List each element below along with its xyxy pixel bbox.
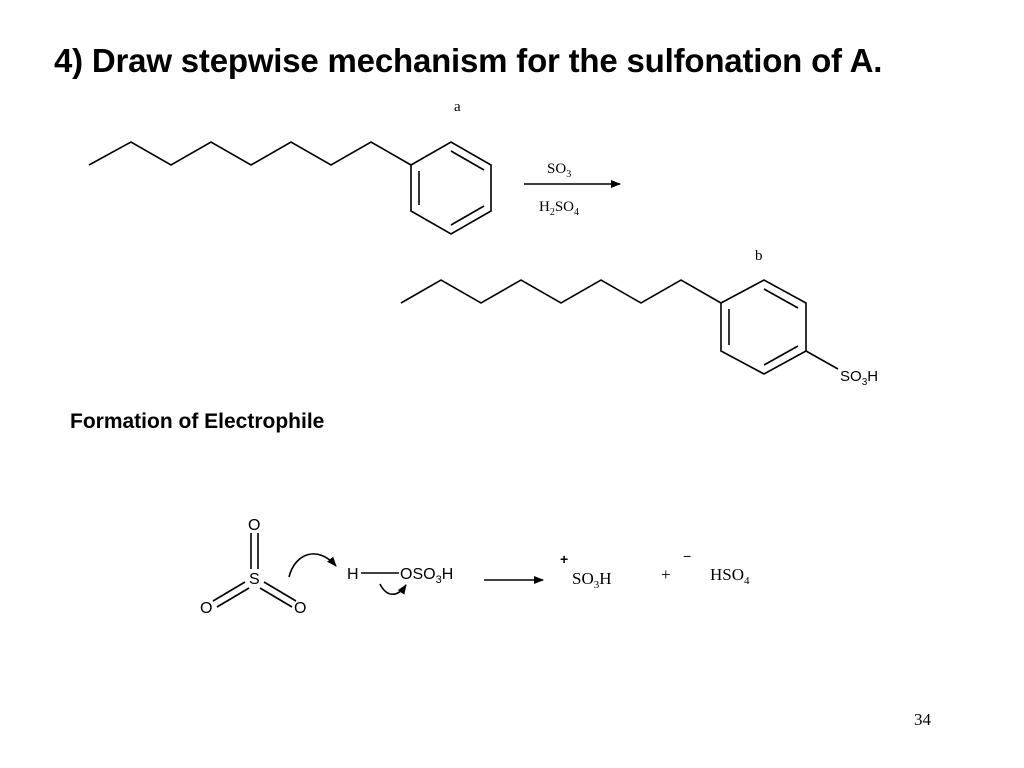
reactant-label: a: [454, 99, 461, 115]
reactant-ring-double-bond: [450, 150, 485, 171]
so3-oxygen-right: O: [294, 600, 306, 617]
reagent-so3: SO3: [547, 161, 571, 180]
so3-double-bond-right: [259, 587, 293, 608]
product-c-s-bond: [805, 350, 839, 370]
reactant-ring-double-bond: [450, 205, 485, 226]
so3-oxygen-top: O: [248, 517, 260, 534]
curved-arrow-bond-to-o: [379, 583, 407, 596]
page-number: 34: [914, 710, 931, 729]
reagent-h2so4: H2SO4: [539, 199, 579, 218]
product-alkyl-chain: [400, 279, 722, 304]
product-hso4-anion: HSO4: [710, 565, 750, 587]
section-heading: Formation of Electrophile: [70, 410, 325, 433]
acid-oso3h: OSO3H: [400, 566, 453, 586]
so3-sulfur: S: [249, 571, 260, 588]
product-so3h-cation: SO3H: [572, 569, 612, 591]
so3-double-bond-right: [263, 581, 297, 602]
plus-sign: +: [661, 565, 671, 584]
so3-double-bond-left: [212, 581, 246, 602]
product-ring-double-bond: [763, 288, 799, 309]
product-benzene-ring: [720, 279, 807, 375]
product-ring-double-bond: [763, 345, 799, 366]
acid-hydrogen: H: [347, 566, 359, 583]
so3-oxygen-left: O: [200, 600, 212, 617]
reactant-benzene-ring: [410, 141, 492, 235]
so3-double-bond-left: [216, 587, 250, 608]
reactant-alkyl-chain: [88, 141, 412, 166]
product-label: b: [755, 248, 763, 264]
cation-charge: +: [560, 551, 568, 567]
anion-charge: −: [683, 548, 691, 564]
curved-arrow-o-to-h: [288, 553, 337, 578]
product-so3h-label: SO3H: [840, 368, 878, 388]
slide-title: 4) Draw stepwise mechanism for the sulfo…: [54, 42, 883, 79]
